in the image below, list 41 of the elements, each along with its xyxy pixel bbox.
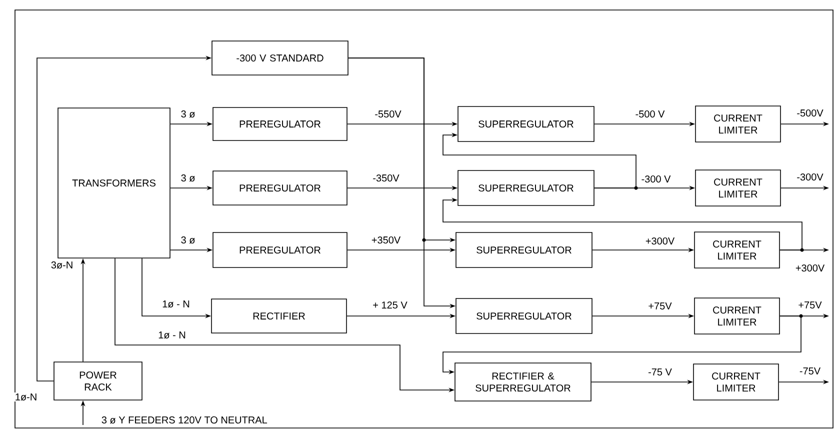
edge-label: -500V bbox=[796, 108, 824, 118]
block-box: SUPERREGULATOR bbox=[456, 298, 592, 334]
edge-label: -350V bbox=[372, 173, 400, 183]
edge-label: -75 V bbox=[647, 368, 673, 376]
block-box: RECTIFIER & SUPERREGULATOR bbox=[454, 362, 592, 402]
block-box: PREREGULATOR bbox=[212, 232, 348, 268]
edge-label: +75V bbox=[647, 302, 673, 310]
edge-label: -500 V bbox=[634, 109, 666, 119]
block-box: CURRENT LIMITER bbox=[693, 364, 779, 400]
block-box: RECTIFIER bbox=[211, 298, 347, 334]
block-box: PREREGULATOR bbox=[212, 107, 348, 141]
edge-label: -75V bbox=[798, 366, 822, 376]
edge-label: 1ø-N bbox=[14, 392, 38, 402]
edge-label: 3 ø Y FEEDERS 120V TO NEUTRAL bbox=[100, 415, 268, 425]
arrow bbox=[442, 198, 802, 250]
edge-label: 3 ø bbox=[180, 235, 196, 245]
edge-label: 3 ø bbox=[180, 109, 196, 119]
block-box: CURRENT LIMITER bbox=[695, 106, 781, 142]
edge-label: 1ø - N bbox=[157, 330, 187, 340]
block-box: CURRENT LIMITER bbox=[694, 232, 780, 268]
block-box: SUPERREGULATOR bbox=[456, 232, 592, 268]
edge-label: +350V bbox=[370, 235, 402, 245]
block-box: TRANSFORMERS bbox=[58, 108, 170, 258]
edge-label: -550V bbox=[374, 109, 402, 119]
edge-label: -300V bbox=[796, 172, 824, 182]
edge-label: 1ø - N bbox=[161, 299, 191, 309]
block-box: POWER RACK bbox=[54, 362, 142, 400]
block-box: -300 V STANDARD bbox=[212, 40, 348, 76]
edge-label: +75V bbox=[797, 300, 823, 310]
block-box: CURRENT LIMITER bbox=[694, 298, 780, 334]
edge-label: -300 V bbox=[640, 174, 672, 184]
edge-label: 3ø-N bbox=[50, 260, 74, 270]
edge-label: +300V bbox=[794, 263, 826, 273]
block-box: SUPERREGULATOR bbox=[458, 170, 594, 206]
edge-label: +300V bbox=[644, 236, 676, 246]
edge-label: + 125 V bbox=[372, 300, 408, 310]
block-box: PREREGULATOR bbox=[212, 170, 348, 206]
block-box: CURRENT LIMITER bbox=[695, 170, 781, 206]
block-box: SUPERREGULATOR bbox=[458, 106, 594, 142]
edge-label: 3 ø bbox=[180, 173, 196, 183]
arrow bbox=[442, 132, 636, 188]
